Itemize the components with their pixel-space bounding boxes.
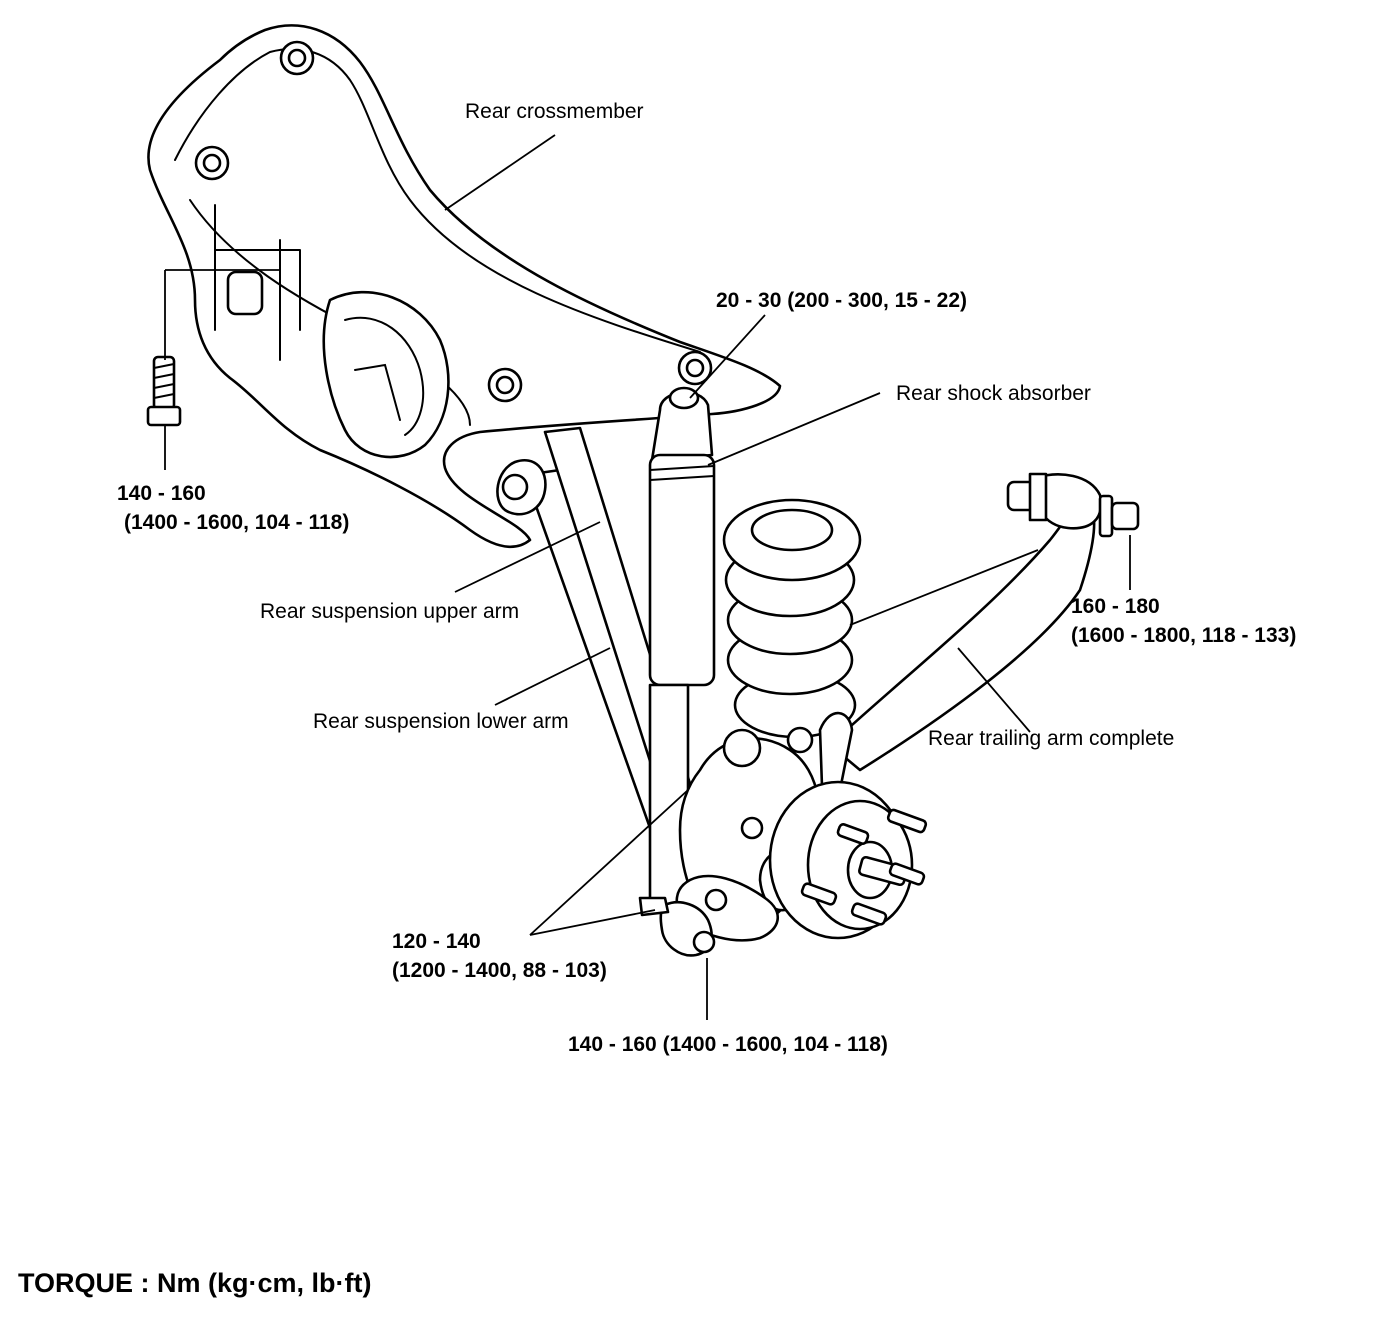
trailing-arm-drawing: [828, 472, 1140, 772]
label-rear-trailing-arm-complete: Rear trailing arm complete: [928, 727, 1175, 750]
torque-crossmember-bolt-line1: 140 - 160: [117, 482, 206, 505]
torque-crossmember-bolt-line2: (1400 - 1600, 104 - 118): [124, 511, 350, 534]
crossmember-nut-3: [487, 367, 523, 403]
torque-knuckle-bolts-line2: (1200 - 1400, 88 - 103): [392, 959, 607, 982]
leader-lines: [164, 134, 1131, 1020]
label-rear-crossmember: Rear crossmember: [465, 100, 644, 123]
crossmember-bolt-drawing: [146, 355, 182, 427]
label-rear-suspension-upper-arm: Rear suspension upper arm: [260, 600, 520, 623]
label-rear-suspension-lower-arm: Rear suspension lower arm: [313, 710, 569, 733]
shock-absorber-drawing: [648, 386, 716, 907]
label-rear-shock-absorber: Rear shock absorber: [896, 382, 1091, 405]
torque-trailing-arm-line1: 160 - 180: [1071, 595, 1160, 618]
torque-lower-bolt: 140 - 160 (1400 - 1600, 104 - 118): [568, 1033, 888, 1056]
torque-knuckle-bolts-line1: 120 - 140: [392, 930, 481, 953]
coil-spring-drawing: [722, 498, 862, 739]
crossmember-nut-2: [194, 145, 230, 181]
torque-shock-top: 20 - 30 (200 - 300, 15 - 22): [716, 289, 967, 312]
torque-trailing-arm-line2: (1600 - 1800, 118 - 133): [1071, 624, 1297, 647]
crossmember-nut-4: [677, 350, 713, 386]
knuckle-hub-drawing: [638, 711, 928, 957]
crossmember-nut-1: [279, 40, 315, 76]
crossmember-drawing: [147, 24, 782, 549]
torque-units-legend: TORQUE : Nm (kg·cm, lb·ft): [18, 1268, 372, 1298]
